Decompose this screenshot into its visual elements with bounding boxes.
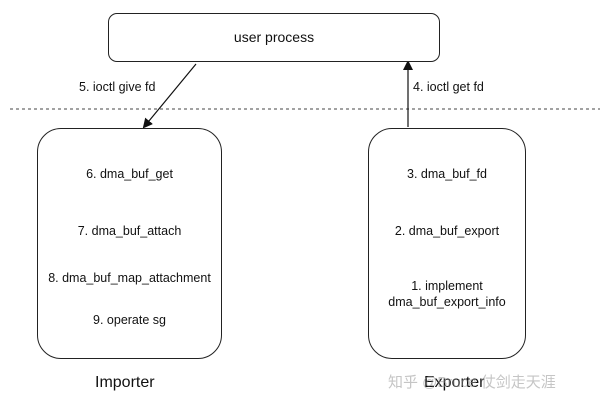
exporter-step-fd: 3. dma_buf_fd [407,167,487,181]
importer-step-map-attachment: 8. dma_buf_map_attachment [48,271,211,285]
exporter-step-export-info: dma_buf_export_info [388,295,506,309]
arrow-label-get-fd: 4. ioctl get fd [413,80,484,94]
user-process-box: user process [108,13,440,62]
watermark: 知乎 @Bruce 仗剑走天涯 [388,374,556,391]
importer-box: 6. dma_buf_get 7. dma_buf_attach 8. dma_… [37,128,222,359]
arrow-label-give-fd: 5. ioctl give fd [79,80,156,94]
arrow-to-importer [142,63,197,129]
exporter-step-export: 2. dma_buf_export [394,224,500,238]
importer-caption: Importer [95,374,155,391]
exporter-caption: Exporter [424,374,485,391]
user-process-label: user process [233,29,315,45]
importer-step-attach: 7. dma_buf_attach [77,224,182,238]
importer-step-get: 6. dma_buf_get [86,167,173,181]
exporter-box: 3. dma_buf_fd 2. dma_buf_export 1. imple… [368,128,526,359]
exporter-step-implement: 1. implement [411,279,483,293]
importer-step-operate-sg: 9. operate sg [93,313,166,327]
